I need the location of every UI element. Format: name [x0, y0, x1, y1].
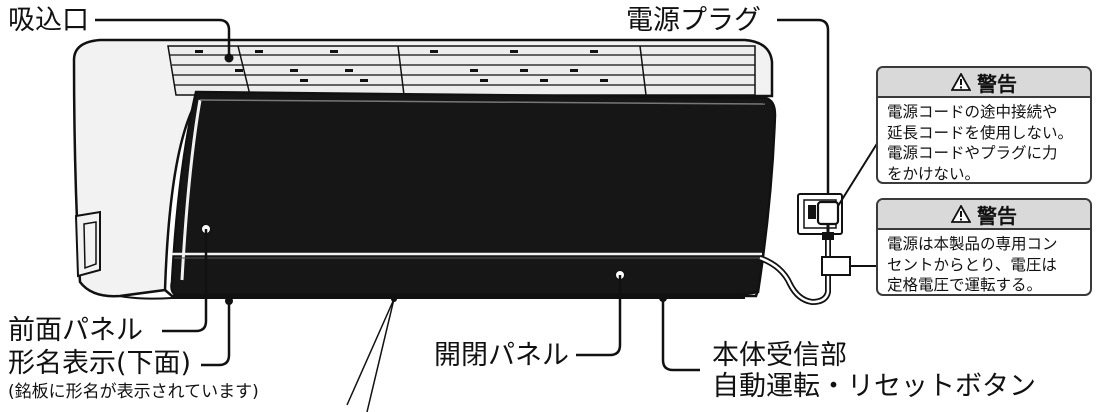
warning-line: 電源コードやプラグに力 — [887, 144, 1058, 162]
front-panel-label: 前面パネル — [8, 315, 143, 346]
open-close-panel-label: 開閉パネル — [434, 340, 569, 371]
warning-line: 電源は本製品の専用コン — [887, 235, 1058, 253]
front-panel — [170, 90, 777, 297]
warning-line: 定格電圧で運転する。 — [887, 276, 1043, 294]
warning-triangle-icon — [951, 73, 971, 91]
warning-text: 電源は本製品の専用コン セントからとり、電圧は 定格電圧で運転する。 — [878, 230, 1090, 294]
receiver-label: 本体受信部 — [712, 340, 847, 371]
warning-box-cord: 警告 電源コードの途中接続や 延長コードを使用しない。 電源コードやプラグに力 … — [876, 66, 1092, 184]
power-cord — [758, 240, 831, 306]
model-name-label: 形名表示(下面) — [8, 348, 192, 379]
auto-reset-button-label: 自動運転・リセットボタン — [712, 371, 1036, 402]
warning-line: 電源コードの途中接続や — [887, 103, 1058, 121]
warning-box-outlet: 警告 電源は本製品の専用コン セントからとり、電圧は 定格電圧で運転する。 — [876, 198, 1092, 296]
warning-line: セントからとり、電圧は — [887, 255, 1057, 274]
warning-header: 警告 — [878, 200, 1090, 230]
warning-line: をかけない。 — [887, 164, 981, 183]
warning-line: 延長コードを使用しない。 — [887, 123, 1074, 142]
warning-title: 警告 — [977, 203, 1017, 228]
warning-triangle-icon — [951, 205, 971, 223]
model-name-note: (銘板に形名が表示されています) — [8, 382, 259, 402]
power-plug-label: 電源プラグ — [626, 5, 761, 36]
warning-header: 警告 — [878, 68, 1090, 98]
warning-title: 警告 — [977, 71, 1017, 96]
warning-text: 電源コードの途中接続や 延長コードを使用しない。 電源コードやプラグに力 をかけ… — [878, 98, 1090, 183]
intake-grille — [167, 45, 756, 96]
power-plug — [816, 200, 840, 240]
intake-label: 吸込口 — [8, 5, 89, 36]
